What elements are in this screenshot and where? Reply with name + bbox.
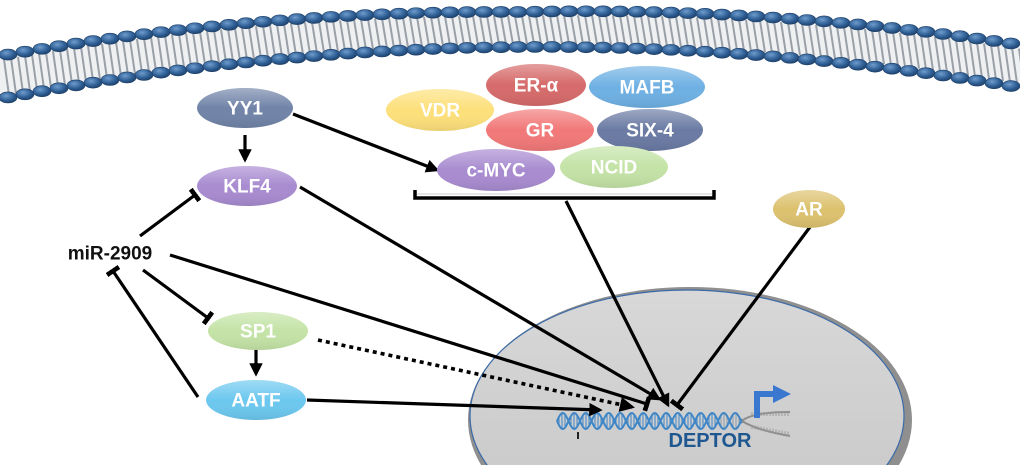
node-yy1[interactable]: YY1 xyxy=(197,88,293,128)
node-label: MAFB xyxy=(620,78,675,99)
node-label: KLF4 xyxy=(223,177,271,198)
node-sp1[interactable]: SP1 xyxy=(208,312,308,350)
node-label: c-MYC xyxy=(466,161,525,182)
dna-helix-icon xyxy=(556,411,791,437)
node-label: SP1 xyxy=(240,322,276,343)
node-ncid[interactable]: NCID xyxy=(560,146,668,188)
edge-aatf-mir2909 xyxy=(105,264,200,398)
cell-membrane xyxy=(0,5,1020,104)
node-six4[interactable]: SIX-4 xyxy=(597,109,703,151)
node-mafb[interactable]: MAFB xyxy=(589,66,705,108)
gene-label-deptor: DEPTOR xyxy=(669,430,753,452)
tick-mark xyxy=(577,432,579,439)
edge-klf4-deptor xyxy=(299,185,662,401)
edge-complex-deptor xyxy=(564,200,670,408)
node-klf4[interactable]: KLF4 xyxy=(197,166,297,206)
edge-ar-deptor xyxy=(669,226,812,412)
node-cmyc[interactable]: c-MYC xyxy=(437,149,555,191)
node-ar[interactable]: AR xyxy=(773,190,845,228)
edge-mir2909-klf4 xyxy=(139,187,202,238)
edge-sp1-deptor xyxy=(317,338,635,412)
node-mir2909[interactable]: miR-2909 xyxy=(68,244,153,265)
node-label: GR xyxy=(526,121,555,142)
node-er-alpha[interactable]: ER-α xyxy=(486,64,586,106)
edge-aatf-deptor xyxy=(306,398,603,417)
node-label: AR xyxy=(795,200,823,221)
node-aatf[interactable]: AATF xyxy=(206,380,306,420)
transcription-start-arrowhead xyxy=(773,385,791,403)
edge-yy1-cmyc xyxy=(292,112,440,173)
node-label: VDR xyxy=(420,101,460,122)
node-label: NCID xyxy=(591,158,637,179)
edges xyxy=(105,112,812,417)
node-label: AATF xyxy=(231,391,280,412)
node-label: ER-α xyxy=(514,76,559,97)
edge-mir2909-sp1 xyxy=(142,268,215,326)
node-vdr[interactable]: VDR xyxy=(386,89,494,131)
node-label: SIX-4 xyxy=(626,121,674,142)
node-label: YY1 xyxy=(227,99,263,120)
tf-complex-bracket xyxy=(413,190,716,200)
node-gr[interactable]: GR xyxy=(486,109,594,151)
transcription-start-arrow-icon xyxy=(754,391,775,418)
edge-mir2909-deptor xyxy=(169,253,652,412)
